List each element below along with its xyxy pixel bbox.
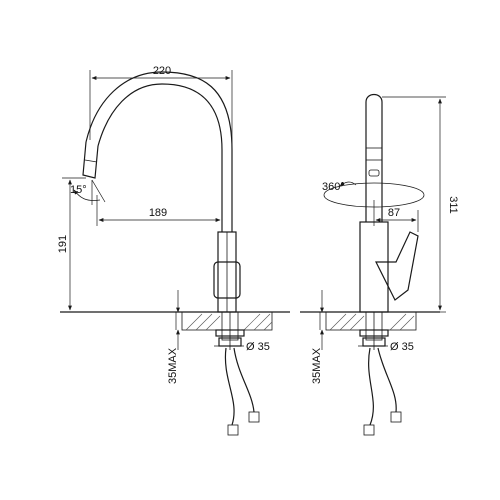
dim-mount-hole-side: Ø 35 [358,341,414,353]
dim-counter-thickness-side: 35MAX [311,290,324,384]
dim-87-label: 87 [388,207,400,219]
dim-15-label: 15° [70,184,87,196]
dim-35max-label-front: 35MAX [167,347,179,384]
dim-d35-label-side: Ø 35 [390,341,414,353]
dim-d35-label-front: Ø 35 [246,341,270,353]
dim-191-label: 191 [57,235,69,253]
dim-swivel: 360° [322,181,357,193]
dim-311-label: 311 [447,196,459,214]
side-supply-hoses [363,347,402,436]
front-supply-hoses [224,347,260,436]
front-body [213,231,241,313]
dim-mount-hole-front: Ø 35 [214,341,270,353]
dim-220-label: 220 [153,65,171,77]
dim-35max-label-side: 35MAX [311,347,323,384]
side-counter-section [325,311,417,331]
dim-spout-reach: 189 [96,195,221,226]
dim-total-height: 311 [382,96,459,313]
dim-spout-height: 191 [57,177,86,311]
side-mounting-rod [359,311,389,350]
side-spout [365,93,383,222]
dim-360-label: 360° [322,181,345,193]
dim-overall-width: 220 [89,65,233,160]
front-counter-section [181,311,273,331]
dim-nozzle-angle: 15° [70,179,106,205]
side-body [359,221,419,313]
side-view: 360° 87 311 Ø 35 35MAX [300,93,459,436]
front-mounting-rod [215,311,245,350]
dim-counter-thickness-front: 35MAX [167,290,180,384]
front-spout [82,71,233,232]
dim-189-label: 189 [149,207,167,219]
dim-side-depth: 87 [373,200,419,232]
front-view: 220 189 15° 191 Ø 35 [57,65,290,436]
side-lever-handle [375,231,419,301]
